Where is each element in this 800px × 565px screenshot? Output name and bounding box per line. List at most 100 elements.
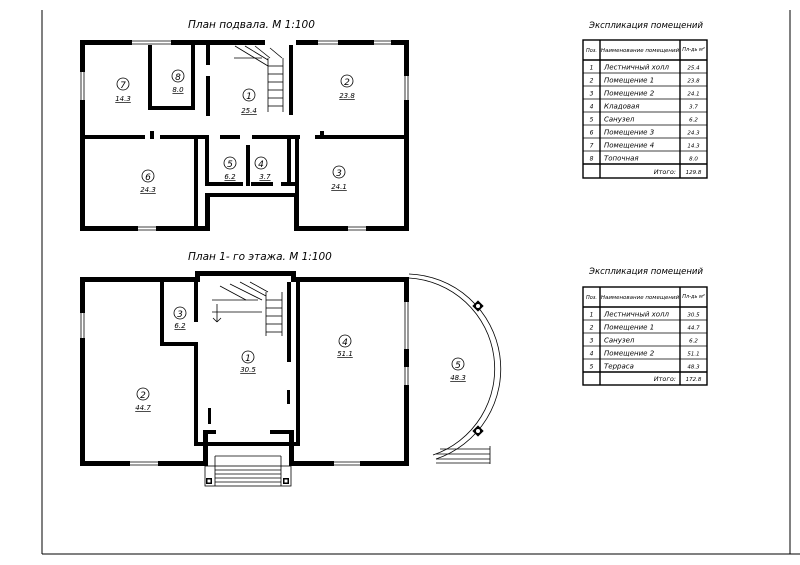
svg-text:6.2: 6.2 bbox=[174, 322, 186, 330]
svg-text:2: 2 bbox=[590, 78, 594, 85]
svg-text:23.8: 23.8 bbox=[687, 79, 700, 85]
svg-text:3: 3 bbox=[177, 310, 183, 320]
svg-text:Помещение 2: Помещение 2 bbox=[604, 90, 655, 98]
floor1-room-1-label: 1 30.5 bbox=[240, 350, 256, 374]
svg-text:14.3: 14.3 bbox=[687, 144, 700, 150]
svg-text:Помещение 1: Помещение 1 bbox=[604, 77, 654, 85]
basement-inner-walls bbox=[85, 45, 404, 226]
floor1-entrance-steps bbox=[204, 455, 292, 487]
svg-text:Помещение 2: Помещение 2 bbox=[604, 350, 655, 358]
svg-text:23.8: 23.8 bbox=[339, 92, 355, 100]
svg-text:Санузел: Санузел bbox=[604, 337, 635, 345]
basement-room-6-label: 6 24.3 bbox=[140, 169, 156, 194]
terrace-column bbox=[472, 425, 484, 437]
svg-text:4: 4 bbox=[258, 160, 264, 170]
floor1-terrace bbox=[408, 273, 502, 464]
svg-text:4: 4 bbox=[590, 351, 594, 358]
svg-text:6: 6 bbox=[145, 173, 151, 183]
basement-plan-title: План подвала. М 1:100 bbox=[188, 19, 315, 31]
svg-text:51.1: 51.1 bbox=[687, 352, 699, 358]
basement-plan: 1 25.4 2 23.8 3 24.1 4 3.7 5 6.2 bbox=[80, 40, 409, 231]
svg-text:Помещение 4: Помещение 4 bbox=[604, 142, 654, 150]
svg-text:6.2: 6.2 bbox=[689, 339, 698, 345]
svg-text:51.1: 51.1 bbox=[337, 350, 353, 358]
basement-room-5-label: 5 6.2 bbox=[223, 156, 237, 181]
table2-head-name: Наименование помещений bbox=[601, 295, 680, 301]
basement-room-2-label: 2 23.8 bbox=[339, 74, 355, 100]
svg-text:8.0: 8.0 bbox=[689, 157, 698, 163]
svg-text:44.7: 44.7 bbox=[687, 326, 700, 332]
svg-text:14.3: 14.3 bbox=[115, 95, 131, 103]
svg-text:2: 2 bbox=[344, 78, 350, 88]
table1-title: Экспликация помещений bbox=[588, 21, 703, 31]
svg-text:8: 8 bbox=[590, 156, 594, 163]
basement-stair bbox=[234, 45, 284, 112]
svg-text:4: 4 bbox=[342, 338, 348, 348]
svg-text:44.7: 44.7 bbox=[135, 404, 151, 412]
table1-head-area: Пл-дь м² bbox=[682, 47, 705, 53]
basement-room-labels: 1 25.4 2 23.8 3 24.1 4 3.7 5 6.2 bbox=[115, 69, 355, 194]
svg-text:7: 7 bbox=[590, 143, 594, 150]
svg-text:Лестничный холл: Лестничный холл bbox=[603, 311, 670, 319]
floor1-room-2-label: 2 44.7 bbox=[135, 387, 151, 412]
floor1-windows bbox=[80, 302, 409, 466]
svg-text:3.7: 3.7 bbox=[689, 105, 698, 111]
floor1-room-labels: 1 30.5 2 44.7 3 6.2 4 51.1 5 48.3 bbox=[135, 306, 466, 412]
sheet-frame bbox=[41, 10, 800, 555]
svg-text:7: 7 bbox=[120, 81, 126, 91]
svg-text:48.3: 48.3 bbox=[687, 365, 700, 371]
table2-head-area: Пл-дь м² bbox=[682, 294, 705, 300]
svg-text:3.7: 3.7 bbox=[259, 173, 271, 181]
svg-text:24.3: 24.3 bbox=[687, 131, 700, 137]
basement-outer-walls bbox=[80, 40, 409, 231]
basement-room-3-label: 3 24.1 bbox=[331, 165, 347, 191]
table1-explication: Поз. Наименование помещений Пл-дь м² 1 Л… bbox=[582, 39, 708, 179]
svg-text:1: 1 bbox=[245, 354, 251, 364]
svg-text:Помещение 1: Помещение 1 bbox=[604, 324, 654, 332]
svg-text:24.3: 24.3 bbox=[140, 186, 156, 194]
floor1-room-5-label: 5 48.3 bbox=[450, 357, 466, 382]
floor1-stair bbox=[212, 281, 283, 336]
svg-text:1: 1 bbox=[590, 312, 594, 319]
svg-text:3: 3 bbox=[336, 169, 342, 179]
svg-text:5: 5 bbox=[590, 117, 594, 124]
svg-text:8: 8 bbox=[175, 73, 181, 83]
basement-room-1-label: 1 25.4 bbox=[241, 88, 257, 115]
svg-text:5: 5 bbox=[455, 361, 461, 371]
svg-text:8.0: 8.0 bbox=[172, 86, 184, 94]
floor1-outer-walls bbox=[80, 271, 409, 466]
svg-text:Помещение 3: Помещение 3 bbox=[604, 129, 654, 137]
table2-head-pos: Поз. bbox=[586, 295, 597, 301]
svg-text:1: 1 bbox=[246, 92, 252, 102]
table2-total-value: 172.8 bbox=[686, 377, 702, 383]
basement-room-4-label: 4 3.7 bbox=[254, 156, 271, 181]
table1-total-value: 129.8 bbox=[686, 170, 702, 176]
svg-text:30.5: 30.5 bbox=[240, 366, 256, 374]
svg-text:6: 6 bbox=[590, 130, 594, 137]
svg-text:5: 5 bbox=[590, 364, 594, 371]
floor1-plan-title: План 1- го этажа. М 1:100 bbox=[188, 251, 332, 263]
table2-title: Экспликация помещений bbox=[588, 267, 703, 277]
svg-text:2: 2 bbox=[140, 391, 146, 401]
svg-text:3: 3 bbox=[590, 91, 594, 98]
floor1-plan: 1 30.5 2 44.7 3 6.2 4 51.1 5 48.3 bbox=[80, 271, 502, 487]
table1-head-pos: Поз. bbox=[586, 48, 597, 54]
floor1-room-3-label: 3 6.2 bbox=[173, 306, 187, 330]
svg-text:6.2: 6.2 bbox=[689, 118, 698, 124]
terrace-column bbox=[472, 300, 484, 312]
svg-text:30.5: 30.5 bbox=[687, 313, 700, 319]
basement-room-7-label: 7 14.3 bbox=[115, 77, 131, 103]
svg-text:2: 2 bbox=[590, 325, 594, 332]
svg-text:Кладовая: Кладовая bbox=[604, 103, 639, 111]
floor1-room-4-label: 4 51.1 bbox=[337, 334, 353, 358]
svg-text:25.4: 25.4 bbox=[687, 66, 700, 72]
svg-text:1: 1 bbox=[590, 65, 594, 72]
table2-explication: Поз. Наименование помещений Пл-дь м² 1 Л… bbox=[582, 286, 708, 386]
floor1-inner-walls bbox=[160, 282, 300, 446]
svg-text:48.3: 48.3 bbox=[450, 374, 466, 382]
svg-text:3: 3 bbox=[590, 338, 594, 345]
table1-total-label: Итого: bbox=[654, 168, 676, 176]
table1-head-name: Наименование помещений bbox=[601, 48, 680, 54]
svg-text:24.1: 24.1 bbox=[331, 183, 347, 191]
